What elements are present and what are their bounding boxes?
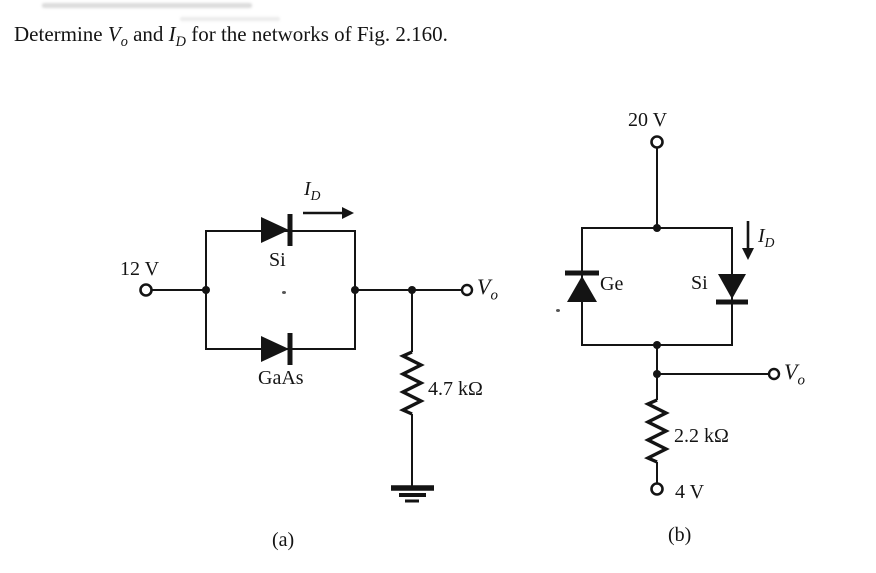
resistor-icon — [399, 350, 425, 416]
current-arrowhead-icon — [742, 248, 754, 260]
output-terminal — [767, 367, 781, 381]
output-symbol: V — [784, 359, 798, 384]
current-label: ID — [304, 179, 321, 203]
circuit-a — [139, 207, 474, 503]
ge-diode-icon — [567, 276, 597, 302]
current-subscript: D — [764, 235, 775, 250]
scan-speck — [556, 309, 560, 312]
circuit-b — [565, 135, 781, 496]
supply-voltage-label: 20 V — [628, 109, 668, 131]
resistor-icon — [644, 398, 670, 464]
output-voltage-label: Vo — [784, 361, 805, 388]
scan-artifact — [180, 17, 280, 21]
supply-terminal — [650, 135, 664, 149]
ge-diode-label: Ge — [600, 273, 624, 295]
problem-statement: Determine Vo and ID for the networks of … — [14, 22, 448, 51]
current-subscript: D — [310, 188, 321, 203]
output-subscript: o — [490, 287, 498, 304]
circuit-a-caption: (a) — [272, 529, 295, 551]
output-terminal — [460, 283, 474, 297]
statement-prefix: Determine — [14, 22, 108, 46]
si-diode-label: Si — [269, 249, 286, 271]
junction-dot — [653, 224, 661, 232]
current-label: ID — [758, 226, 775, 250]
bottom-voltage-label: 4 V — [675, 481, 705, 503]
scan-artifact — [42, 3, 252, 8]
scan-speck — [282, 291, 286, 294]
current-symbol: I — [758, 225, 765, 247]
vo-symbol: V — [107, 22, 121, 46]
si-diode-icon — [261, 217, 289, 243]
resistor-value-label: 2.2 kΩ — [674, 425, 729, 447]
current-arrowhead-icon — [342, 207, 354, 219]
vo-subscript: o — [120, 34, 128, 51]
output-voltage-label: Vo — [477, 276, 498, 303]
si-diode-label: Si — [691, 272, 708, 294]
ground-icon — [391, 485, 434, 503]
circuit-b-caption: (b) — [668, 524, 692, 546]
id-symbol: I — [168, 22, 176, 46]
statement-suffix: for the networks of Fig. 2.160. — [185, 22, 448, 46]
resistor-value-label: 4.7 kΩ — [428, 378, 483, 400]
output-symbol: V — [477, 274, 491, 299]
statement-middle: and — [127, 22, 169, 46]
source-voltage-label: 12 V — [120, 258, 160, 280]
si-diode-icon — [718, 274, 746, 299]
gaas-diode-label: GaAs — [258, 367, 304, 389]
output-subscript: o — [797, 372, 805, 389]
id-subscript: D — [175, 34, 186, 51]
gaas-diode-icon — [261, 336, 289, 362]
current-symbol: I — [304, 178, 311, 200]
bottom-terminal — [650, 482, 664, 496]
source-terminal — [139, 283, 153, 297]
junction-dot — [202, 286, 210, 294]
